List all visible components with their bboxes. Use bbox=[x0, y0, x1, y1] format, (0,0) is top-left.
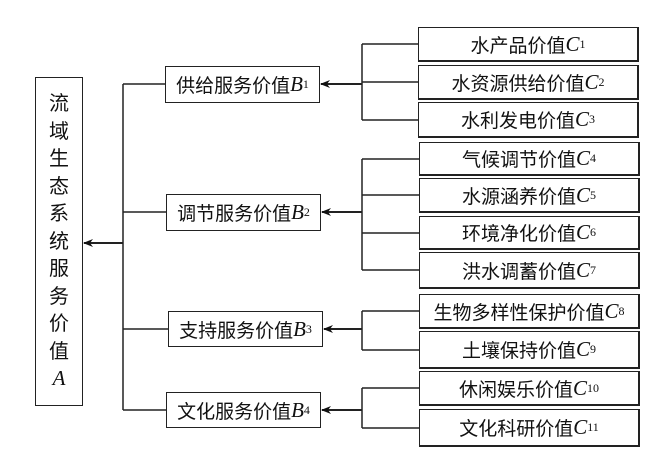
root-symbol: A bbox=[52, 366, 66, 391]
category-symbol: B bbox=[291, 397, 304, 422]
indicator-symbol: C bbox=[576, 146, 591, 170]
root-char: 域 bbox=[49, 118, 69, 143]
root-char: 流 bbox=[49, 91, 69, 116]
category-label: 支持服务价值 bbox=[179, 319, 294, 342]
indicator-label: 水利发电价值 bbox=[460, 110, 575, 132]
indicator-symbol: C bbox=[573, 415, 588, 439]
indicator-index: 8 bbox=[618, 303, 625, 318]
root-char: 值 bbox=[49, 338, 69, 363]
indicator-index: 10 bbox=[587, 380, 600, 395]
indicator-index: 1 bbox=[579, 36, 586, 51]
indicator-label: 文化科研价值 bbox=[459, 418, 574, 440]
indicator-index: 5 bbox=[590, 187, 597, 202]
category-index: 2 bbox=[303, 205, 310, 219]
indicator-symbol: C bbox=[575, 107, 590, 131]
indicator-label: 休闲娱乐价值 bbox=[458, 378, 573, 401]
indicator-label: 水产品价值 bbox=[470, 34, 566, 57]
indicator-symbol: C bbox=[576, 220, 591, 244]
indicator-index: 9 bbox=[590, 342, 597, 356]
category-symbol: B bbox=[293, 316, 306, 341]
indicator-label: 洪水调蓄价值 bbox=[461, 260, 576, 283]
indicator-symbol: C bbox=[604, 298, 619, 323]
root-char: 系 bbox=[49, 201, 69, 226]
indicator-index: 3 bbox=[589, 112, 596, 126]
root-char: 生 bbox=[49, 146, 69, 171]
category-symbol: B bbox=[290, 72, 303, 96]
category-label: 供给服务价值 bbox=[176, 75, 291, 97]
indicator-label: 水资源供给价值 bbox=[451, 72, 585, 95]
indicator-index: 11 bbox=[587, 420, 599, 434]
root-char: 务 bbox=[49, 283, 69, 308]
root-char: 服 bbox=[49, 256, 69, 281]
indicator-label: 土壤保持价值 bbox=[461, 340, 576, 362]
indicator-symbol: C bbox=[584, 69, 599, 94]
indicator-label: 气候调节价值 bbox=[461, 149, 576, 171]
indicator-symbol: C bbox=[576, 182, 591, 207]
category-label: 文化服务价值 bbox=[177, 400, 292, 423]
indicator-index: 4 bbox=[590, 151, 597, 165]
indicator-symbol: C bbox=[576, 257, 591, 282]
category-index: 1 bbox=[302, 77, 309, 91]
indicator-label: 水源涵养价值 bbox=[461, 185, 576, 208]
root-char: 态 bbox=[49, 173, 69, 198]
root-char: 价 bbox=[49, 311, 69, 336]
indicator-index: 7 bbox=[590, 262, 597, 277]
root-node-a: 流 域 生 态 系 统 服 务 价 值 A bbox=[35, 77, 83, 406]
indicator-index: 2 bbox=[598, 74, 605, 89]
indicator-index: 6 bbox=[590, 225, 597, 239]
indicator-symbol: C bbox=[576, 337, 591, 361]
category-index: 4 bbox=[303, 402, 310, 417]
indicator-label: 环境净化价值 bbox=[461, 223, 576, 245]
category-index: 3 bbox=[305, 321, 312, 336]
indicator-symbol: C bbox=[573, 375, 588, 400]
indicator-symbol: C bbox=[565, 31, 580, 56]
indicator-label: 生物多样性保护价值 bbox=[433, 301, 605, 324]
category-symbol: B bbox=[291, 200, 304, 224]
root-char: 统 bbox=[49, 228, 69, 253]
category-label: 调节服务价值 bbox=[177, 203, 292, 225]
